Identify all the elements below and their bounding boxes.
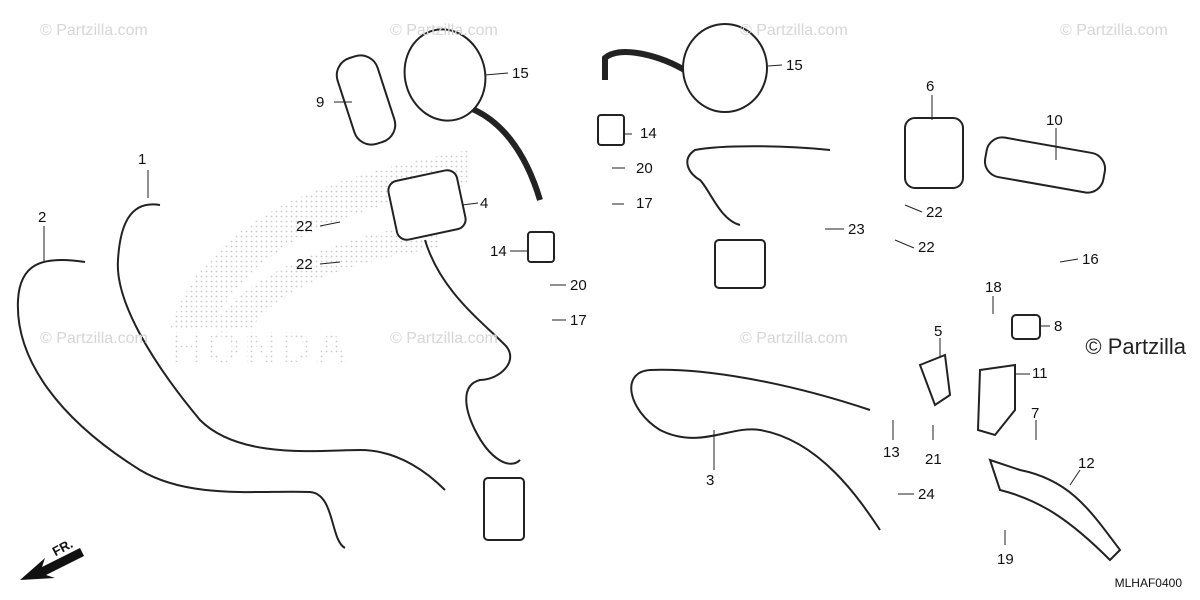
mirror-stem-right [602,49,690,80]
watermark: © Partzilla.com [390,22,498,39]
watermark: © Partzilla.com [40,22,148,39]
callout-20-lower: 20 [570,277,587,294]
callout-10: 10 [1046,112,1063,129]
diagram-code: MLHAF0400 [1114,576,1182,590]
watermark: © Partzilla.com [390,330,498,347]
throttle-cable-1 [116,203,446,491]
cap-14-lower [527,231,555,263]
callout-17-lower: 17 [570,312,587,329]
callout-14-lower: 14 [490,243,507,260]
clutch-cable-2 [16,258,346,549]
mirror-15-right [682,23,768,113]
callout-18: 18 [985,279,1002,296]
svg-text:HONDA: HONDA [170,323,351,372]
callout-9: 9 [316,94,325,111]
switch-6 [904,117,964,189]
watermark: © Partzilla.com [740,22,848,39]
callout-20-upper: 20 [636,160,653,177]
callout-15-left: 15 [512,65,529,82]
callout-3: 3 [706,472,715,489]
watermark: © Partzilla.com [40,330,148,347]
callout-19: 19 [997,551,1014,568]
switch-harness-6 [686,145,831,226]
switch-harness-4 [424,239,521,465]
grip-9 [335,54,397,146]
callout-14-upper: 14 [640,125,657,142]
cover-5 [918,353,952,407]
callout-22-a: 22 [296,218,313,235]
brand-label: © Partzilla [1085,334,1186,359]
watermark: © Partzilla.com [740,330,848,347]
callout-2: 2 [38,209,47,226]
callout-1: 1 [138,151,147,168]
holder-8 [1011,314,1041,340]
cap-14-upper [597,114,625,146]
callout-6: 6 [926,78,935,95]
callout-16: 16 [1082,251,1099,268]
clutch-cable-3 [630,368,881,531]
callout-4: 4 [480,195,489,212]
callout-7: 7 [1031,405,1040,422]
connector-box-right [714,239,766,289]
front-arrow-icon [20,548,84,580]
mirror-stem-left [468,105,543,201]
callout-8: 8 [1054,318,1063,335]
callout-22-d: 22 [918,239,935,256]
switch-4 [387,169,467,241]
grip-10 [983,136,1107,194]
callout-11: 11 [1032,365,1048,382]
connector-box-left [483,477,525,541]
callout-21: 21 [925,451,942,468]
callout-12: 12 [1078,455,1095,472]
clutch-lever-12 [988,458,1122,562]
callout-13: 13 [883,444,900,461]
callout-22-b: 22 [296,256,313,273]
callout-22-c: 22 [926,204,943,221]
lever-holder-11 [976,363,1016,437]
callout-24: 24 [918,486,935,503]
mirror-15-left [403,28,487,122]
callout-23: 23 [848,221,865,238]
callout-17-upper: 17 [636,195,653,212]
watermark: © Partzilla.com [1060,22,1168,39]
callout-15-right: 15 [786,57,803,74]
callout-5: 5 [934,323,943,340]
